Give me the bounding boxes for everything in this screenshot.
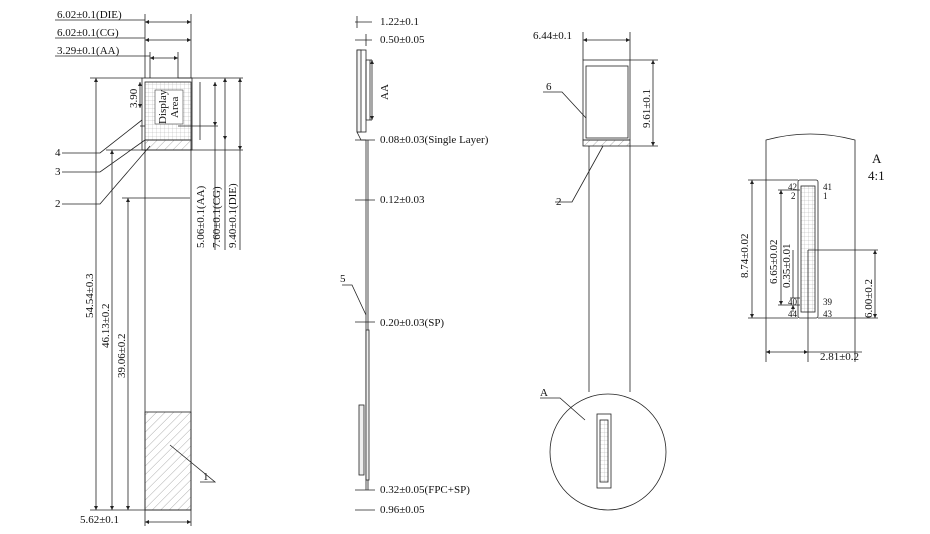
length-2-label: 46.13±0.2: [100, 303, 112, 348]
fpc-sp-label: 0.32±0.05(FPC+SP): [380, 484, 470, 496]
pin-43: 43: [823, 309, 833, 319]
offset-label: 6.00±0.2: [863, 279, 875, 318]
die-height-label: 9.40±0.1(DIE): [227, 183, 239, 248]
side-sp-bottom: [358, 404, 365, 476]
callout-6: 6: [546, 81, 552, 93]
detail-view: [748, 133, 878, 362]
detail-fpc-outline: [765, 133, 856, 362]
detail-scale: 4:1: [868, 168, 885, 183]
stiffener: [144, 411, 192, 511]
pin-41: 41: [823, 182, 832, 192]
detail-ref-a: A: [540, 387, 548, 399]
callout-3: 3: [55, 166, 61, 178]
detail-circle-a: [549, 393, 667, 511]
display-area-text-2: Area: [169, 97, 181, 118]
connector-preview: [596, 413, 612, 489]
callout-2: 2: [55, 198, 61, 210]
display-area-text-1: Display: [157, 89, 169, 124]
front-view-labels: 6.02±0.1(DIE) 6.02±0.1(CG) 3.29±0.1(AA) …: [55, 9, 239, 526]
cg-width-label: 6.02±0.1(CG): [57, 27, 119, 39]
thickness-cg-label: 0.50±0.05: [380, 34, 425, 46]
back-height-label: 9.61±0.1: [641, 89, 653, 128]
detail-title: A: [872, 151, 882, 166]
back-view: [540, 32, 667, 511]
back-view-labels: 6.44±0.1 9.61±0.1 6 2 A: [533, 30, 653, 399]
total-length-label: 54.54±0.3: [84, 273, 96, 318]
pin-44: 44: [788, 309, 798, 319]
single-layer-label: 0.08±0.03(Single Layer): [380, 134, 489, 146]
aa-width-label: 3.29±0.1(AA): [57, 45, 120, 57]
callout-1: 1: [203, 471, 209, 483]
fpc-thickness-label: 0.12±0.03: [380, 194, 425, 206]
cg-height-label: 7.60±0.1(CG): [211, 186, 223, 248]
aa-offset-label: 3.90: [128, 88, 140, 108]
aa-height-label: 5.06±0.1(AA): [195, 185, 207, 248]
side-view-labels: 1.22±0.1 0.50±0.05 AA 0.08±0.03(Single L…: [340, 16, 489, 516]
thickness-total-label: 1.22±0.1: [380, 16, 419, 28]
side-aa-label: AA: [379, 84, 391, 100]
length-3-label: 39.06±0.2: [116, 333, 128, 378]
pin-40: 40: [788, 297, 798, 307]
pitch-label: 0.35±0.01: [781, 243, 793, 288]
callout-4: 4: [55, 147, 61, 159]
back-frame-inner: [585, 65, 629, 139]
detail-view-labels: A 4:1 42 41 2 1 40 39 44 43 8.74±0.02 6.…: [739, 151, 885, 363]
pin-1: 1: [823, 191, 828, 201]
callout-5: 5: [340, 273, 346, 285]
side-view: [342, 16, 375, 511]
back-callout-2: 2: [556, 196, 562, 208]
pin-39: 39: [823, 297, 833, 307]
pin-2: 2: [791, 191, 796, 201]
bottom-thickness-label: 0.96±0.05: [380, 504, 425, 516]
pin-42: 42: [788, 182, 797, 192]
die-width-label: 6.02±0.1(DIE): [57, 9, 122, 21]
side-cg-block: [356, 49, 362, 133]
sp-thickness-label: 0.20±0.03(SP): [380, 317, 444, 329]
side-sp-layer: [365, 329, 370, 481]
back-width-label: 6.44±0.1: [533, 30, 572, 42]
detail-width-label: 2.81±0.2: [820, 351, 859, 363]
back-frame-outer: [582, 59, 631, 141]
fpc-width-label: 5.62±0.1: [80, 514, 119, 526]
front-view: [55, 14, 243, 526]
outer-height-label: 8.74±0.02: [739, 233, 751, 278]
pin-span-label: 6.65±0.02: [768, 239, 780, 284]
display-area-label-box: [154, 89, 184, 125]
